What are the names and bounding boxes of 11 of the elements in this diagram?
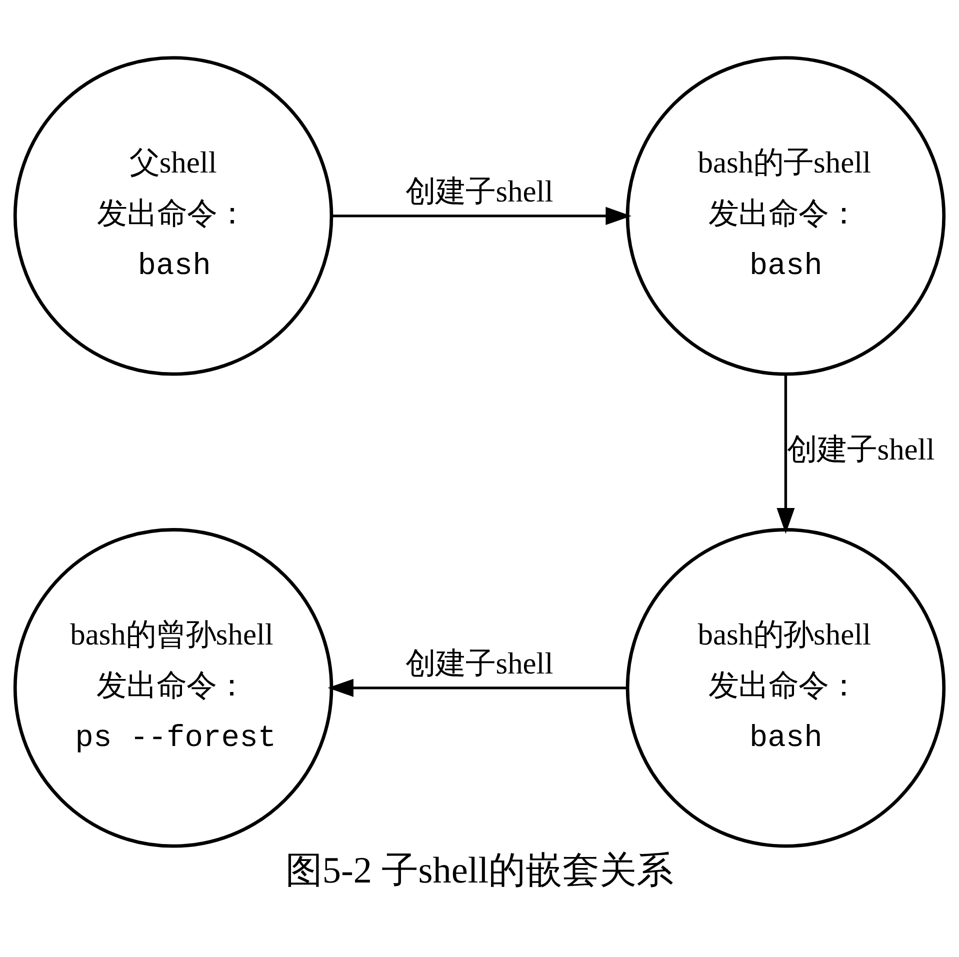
arrow (776, 374, 795, 534)
node-circle: bash的曾孙shell 发出命令： ps --forest (13, 528, 334, 848)
arrow (328, 678, 628, 696)
edge-label: 创建子shell (787, 432, 935, 466)
edge-label: 创建子shell (406, 174, 554, 208)
node-circle: 父shell 发出命令： bash (13, 56, 334, 376)
edge-label: 创建子shell (406, 646, 554, 680)
node-circle: bash的子shell 发出命令： bash (626, 56, 946, 376)
caption: 图5-2 子shell的嵌套关系 (285, 850, 674, 892)
arrow (332, 206, 632, 224)
node-circle: bash的孙shell 发出命令： bash (626, 528, 946, 848)
